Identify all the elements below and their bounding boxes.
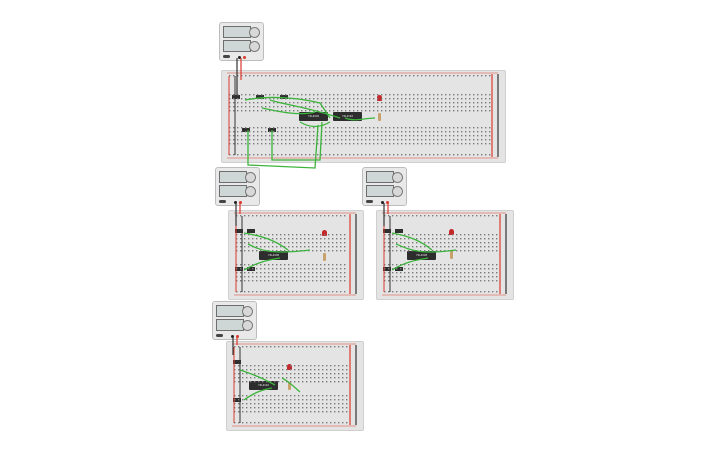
knob-icon[interactable] xyxy=(242,306,253,317)
power-supply-3[interactable] xyxy=(362,167,407,206)
pushbutton-icon[interactable] xyxy=(383,267,391,271)
pushbutton-icon[interactable] xyxy=(280,95,288,99)
lcd-display-icon xyxy=(219,185,247,197)
pushbutton-icon[interactable] xyxy=(256,95,264,99)
resistor-icon xyxy=(450,251,453,259)
breadboard-3[interactable]: 74HC08 xyxy=(376,210,514,300)
pushbutton-icon[interactable] xyxy=(247,267,255,271)
lcd-display-icon xyxy=(366,185,394,197)
knob-icon[interactable] xyxy=(242,320,253,331)
pushbutton-icon[interactable] xyxy=(395,229,403,233)
terminal-positive-icon[interactable] xyxy=(239,201,242,204)
pushbutton-icon[interactable] xyxy=(233,360,241,364)
pushbutton-icon[interactable] xyxy=(268,128,276,132)
power-supply-4[interactable] xyxy=(212,301,257,340)
lcd-display-icon xyxy=(223,40,251,52)
terminal-positive-icon[interactable] xyxy=(236,335,239,338)
breadboard-1[interactable]: 74HC00 74HC32 xyxy=(221,70,506,163)
pushbutton-icon[interactable] xyxy=(235,267,243,271)
power-supply-1[interactable] xyxy=(219,22,264,61)
lcd-display-icon xyxy=(216,319,244,331)
led-icon[interactable] xyxy=(377,95,382,101)
resistor-icon xyxy=(323,253,326,261)
pushbutton-icon[interactable] xyxy=(235,229,243,233)
led-icon[interactable] xyxy=(449,229,454,235)
pushbutton-icon[interactable] xyxy=(395,267,403,271)
terminal-positive-icon[interactable] xyxy=(386,201,389,204)
pushbutton-icon[interactable] xyxy=(233,398,241,402)
knob-icon[interactable] xyxy=(249,41,260,52)
power-switch-icon[interactable] xyxy=(219,200,226,203)
lcd-display-icon xyxy=(223,26,251,38)
knob-icon[interactable] xyxy=(245,186,256,197)
chip-74HC08[interactable]: 74HC08 xyxy=(259,251,288,260)
knob-icon[interactable] xyxy=(392,186,403,197)
lcd-display-icon xyxy=(219,171,247,183)
knob-icon[interactable] xyxy=(392,172,403,183)
breadboard-4[interactable]: 74HC32 xyxy=(226,341,364,431)
pushbutton-icon[interactable] xyxy=(242,128,250,132)
terminal-negative-icon[interactable] xyxy=(238,56,241,59)
pushbutton-icon[interactable] xyxy=(383,229,391,233)
chip-74HC08[interactable]: 74HC08 xyxy=(407,251,436,260)
pushbutton-icon[interactable] xyxy=(232,95,240,99)
resistor-icon xyxy=(378,113,381,121)
led-icon[interactable] xyxy=(322,230,327,236)
chip-74HC32[interactable]: 74HC32 xyxy=(249,381,278,390)
resistor-icon xyxy=(288,382,291,390)
chip-74HC32[interactable]: 74HC32 xyxy=(333,112,362,121)
chip-74HC00[interactable]: 74HC00 xyxy=(299,112,328,121)
lcd-display-icon xyxy=(366,171,394,183)
power-switch-icon[interactable] xyxy=(216,334,223,337)
power-supply-2[interactable] xyxy=(215,167,260,206)
power-switch-icon[interactable] xyxy=(366,200,373,203)
pushbutton-icon[interactable] xyxy=(247,229,255,233)
terminal-negative-icon[interactable] xyxy=(381,201,384,204)
led-icon[interactable] xyxy=(287,364,292,370)
lcd-display-icon xyxy=(216,305,244,317)
power-switch-icon[interactable] xyxy=(223,55,230,58)
terminal-negative-icon[interactable] xyxy=(231,335,234,338)
terminal-positive-icon[interactable] xyxy=(243,56,246,59)
breadboard-2[interactable]: 74HC08 xyxy=(228,210,364,300)
knob-icon[interactable] xyxy=(249,27,260,38)
terminal-negative-icon[interactable] xyxy=(234,201,237,204)
knob-icon[interactable] xyxy=(245,172,256,183)
